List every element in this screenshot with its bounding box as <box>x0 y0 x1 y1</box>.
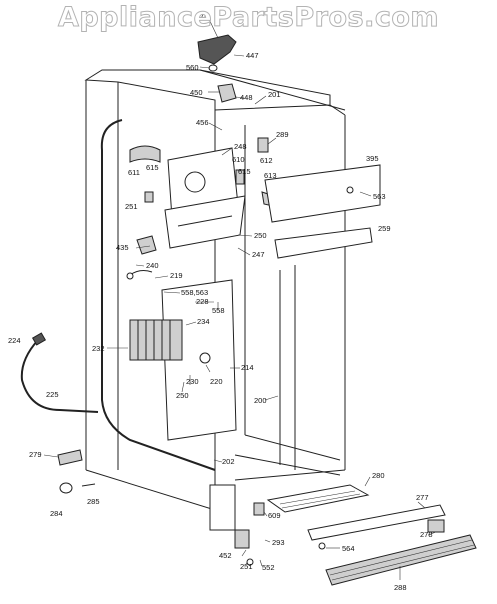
label-234: 234 <box>197 317 210 326</box>
label-278: 278 <box>420 530 433 539</box>
label-293: 293 <box>272 538 285 547</box>
label-610: 610 <box>232 155 245 164</box>
lower-right-parts <box>234 484 477 586</box>
label-200: 200 <box>254 396 267 405</box>
label-456: 456 <box>196 118 209 127</box>
label-452: 452 <box>219 551 232 560</box>
label-202: 202 <box>222 457 235 466</box>
label-228: 228 <box>196 297 209 306</box>
label-248: 248 <box>234 142 247 151</box>
label-201: 201 <box>268 90 281 99</box>
label-578: 578 <box>196 11 209 20</box>
label-277: 277 <box>416 493 429 502</box>
label-612: 612 <box>260 156 273 165</box>
label-284: 284 <box>50 509 63 518</box>
label-563: 563 <box>373 192 386 201</box>
label-230: 230 <box>186 377 199 386</box>
label-280: 280 <box>372 471 385 480</box>
label-558: 558 <box>212 306 225 315</box>
label-447: 447 <box>246 51 259 60</box>
label-289: 289 <box>276 130 289 139</box>
label-615: 615 <box>238 167 251 176</box>
label-435: 435 <box>116 243 129 252</box>
label-285: 285 <box>87 497 100 506</box>
label-232: 232 <box>92 344 105 353</box>
label-225: 225 <box>46 390 59 399</box>
label-558-563: 558,563 <box>181 288 208 297</box>
label-609: 609 <box>268 511 281 520</box>
label-279: 279 <box>29 450 42 459</box>
label-564: 564 <box>342 544 355 553</box>
label-395: 395 <box>366 154 379 163</box>
damper-cover <box>264 164 381 259</box>
label-247: 247 <box>252 250 265 259</box>
label-250: 250 <box>254 231 267 240</box>
lower-left-parts <box>57 449 96 494</box>
top-hinge <box>197 34 237 103</box>
label-240: 240 <box>146 261 159 270</box>
label-251b: 251 <box>240 562 253 571</box>
label-615b: 615 <box>146 163 159 172</box>
label-613: 613 <box>264 171 277 180</box>
drain-tube <box>20 332 99 413</box>
evaporator-assembly <box>126 235 237 441</box>
label-220: 220 <box>210 377 223 386</box>
label-251: 251 <box>125 202 138 211</box>
label-611: 611 <box>128 168 140 177</box>
label-224: 224 <box>8 336 21 345</box>
label-259: 259 <box>378 224 391 233</box>
label-560: 560 <box>186 63 199 72</box>
label-448: 448 <box>240 93 253 102</box>
label-552: 552 <box>262 563 275 572</box>
part-labels: 578 447 560 450 448 201 456 248 610 615 … <box>8 11 433 592</box>
label-450: 450 <box>190 88 203 97</box>
watermark: AppliancePartsPros.com <box>57 2 440 34</box>
label-288: 288 <box>394 583 407 592</box>
label-219: 219 <box>170 271 183 280</box>
leader-lines <box>43 16 437 580</box>
label-250b: 250 <box>176 391 189 400</box>
label-214: 214 <box>241 363 254 372</box>
